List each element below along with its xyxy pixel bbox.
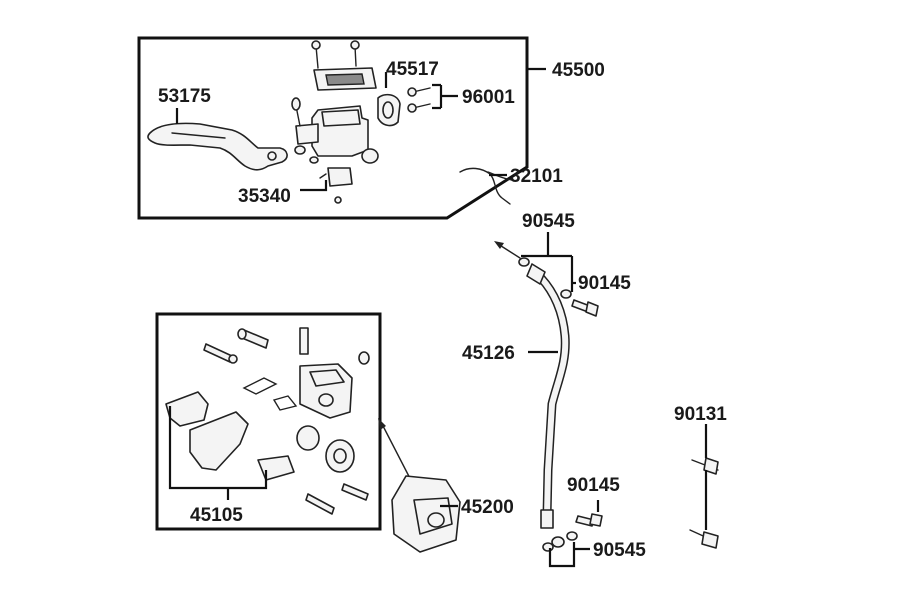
caliper-callout-head [378, 418, 386, 430]
arrow-head [494, 241, 504, 249]
handlebar-clamp-part [377, 93, 401, 127]
label-brake-hose: 45126 [462, 343, 515, 364]
brake-switch-part [319, 167, 353, 204]
washers-top-part [518, 257, 572, 299]
brake-hose-part [526, 263, 570, 529]
label-brake-switch: 35340 [238, 186, 291, 207]
brake-lever-part [147, 122, 288, 171]
label-wire: 32101 [510, 166, 563, 187]
hose-leaders [521, 232, 600, 568]
clamp-bolts-part [407, 87, 431, 113]
banjo-bolt-bottom-part [575, 513, 603, 527]
label-banjo-bolt-top: 90145 [578, 273, 631, 294]
pad-set-leader [168, 406, 268, 500]
label-clamp-bolt: 96001 [462, 87, 515, 108]
label-mounting-bolt: 90131 [674, 404, 727, 425]
label-pad-set: 45105 [190, 505, 243, 526]
caliper-assy-part [391, 475, 461, 553]
master-leaders [175, 67, 546, 192]
label-clamp: 45517 [386, 59, 439, 80]
label-washer-top: 90545 [522, 211, 575, 232]
brake-wire-part [459, 167, 513, 205]
caliper-internal-parts [165, 327, 370, 515]
master-cylinder-part [291, 40, 379, 164]
washers-bottom-part [542, 531, 578, 552]
banjo-bolt-top-part [571, 299, 599, 317]
label-master-cylinder-assy: 45500 [552, 60, 605, 81]
mounting-bolts-part [689, 457, 719, 549]
master-cylinder-frame [137, 36, 529, 220]
label-washer-bottom: 90545 [593, 540, 646, 561]
label-caliper-assy: 45200 [461, 497, 514, 518]
label-banjo-bolt-bottom: 90145 [567, 475, 620, 496]
label-lever: 53175 [158, 86, 211, 107]
